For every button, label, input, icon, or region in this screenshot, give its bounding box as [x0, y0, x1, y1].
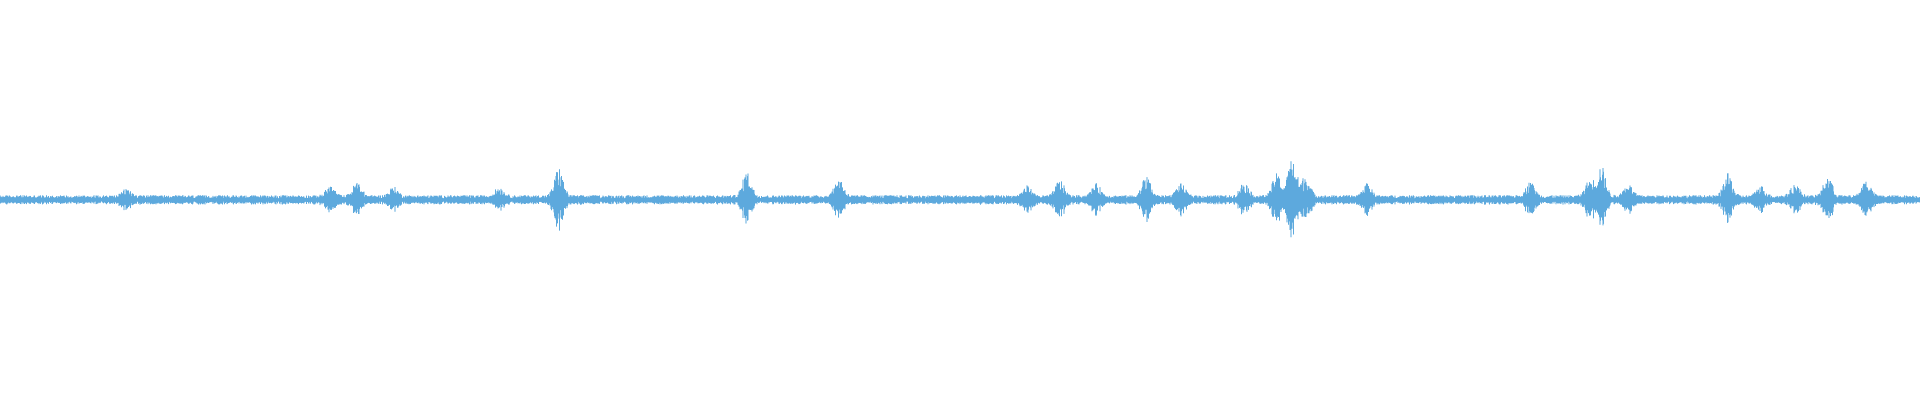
- waveform-signal-path: [0, 161, 1920, 238]
